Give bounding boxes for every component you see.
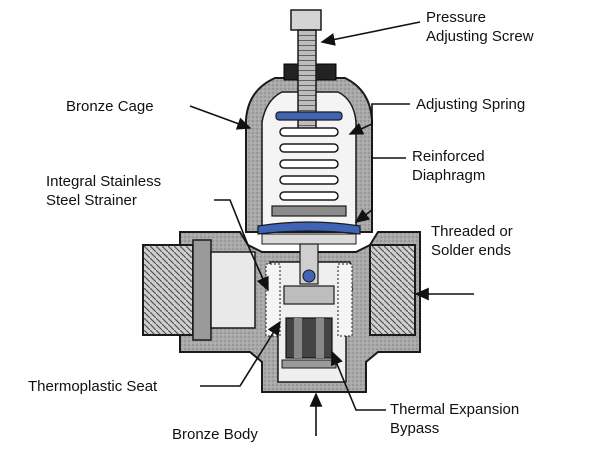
adjusting-spring-label: Adjusting Spring [416,96,526,113]
strainer-label-line2: Steel Strainer [46,192,137,209]
pressure-screw-label: Pressure Adjusting Screw [426,8,534,46]
diaphragm-label-line1: Reinforced [412,148,485,165]
strainer-label-line1: Integral Stainless [46,173,162,190]
pressure-screw-label-line2: Adjusting Screw [426,28,534,45]
pressure-screw-label-line1: Pressure [426,9,487,26]
steel-strainer [265,263,353,337]
ends-label-line1: Threaded or [431,223,513,240]
right-threaded-end [369,244,416,336]
diaphragm-label-line2: Diaphragm [412,167,486,184]
ends-label-line2: Solder ends [431,242,512,259]
pressure-adjusting-screw [290,9,322,131]
bronze-body-label: Bronze Body [172,426,258,443]
ends-label: Threaded or Solder ends [431,222,513,260]
bypass-label-line1: Thermal Expansion [390,401,520,418]
stem-assembly [283,243,335,305]
leader-lines [189,21,474,436]
bronze-cage-label: Bronze Cage [66,98,154,115]
strainer-label: Integral Stainless Steel Strainer [46,172,161,210]
seat-label: Thermoplastic Seat [28,378,158,395]
diaphragm-label: Reinforced Diaphragm [412,147,485,185]
adjusting-spring [271,111,347,217]
thermoplastic-seat [281,317,337,369]
bypass-label: Thermal Expansion Bypass [390,400,519,438]
bypass-label-line2: Bypass [390,420,440,437]
left-threaded-end [142,239,256,341]
